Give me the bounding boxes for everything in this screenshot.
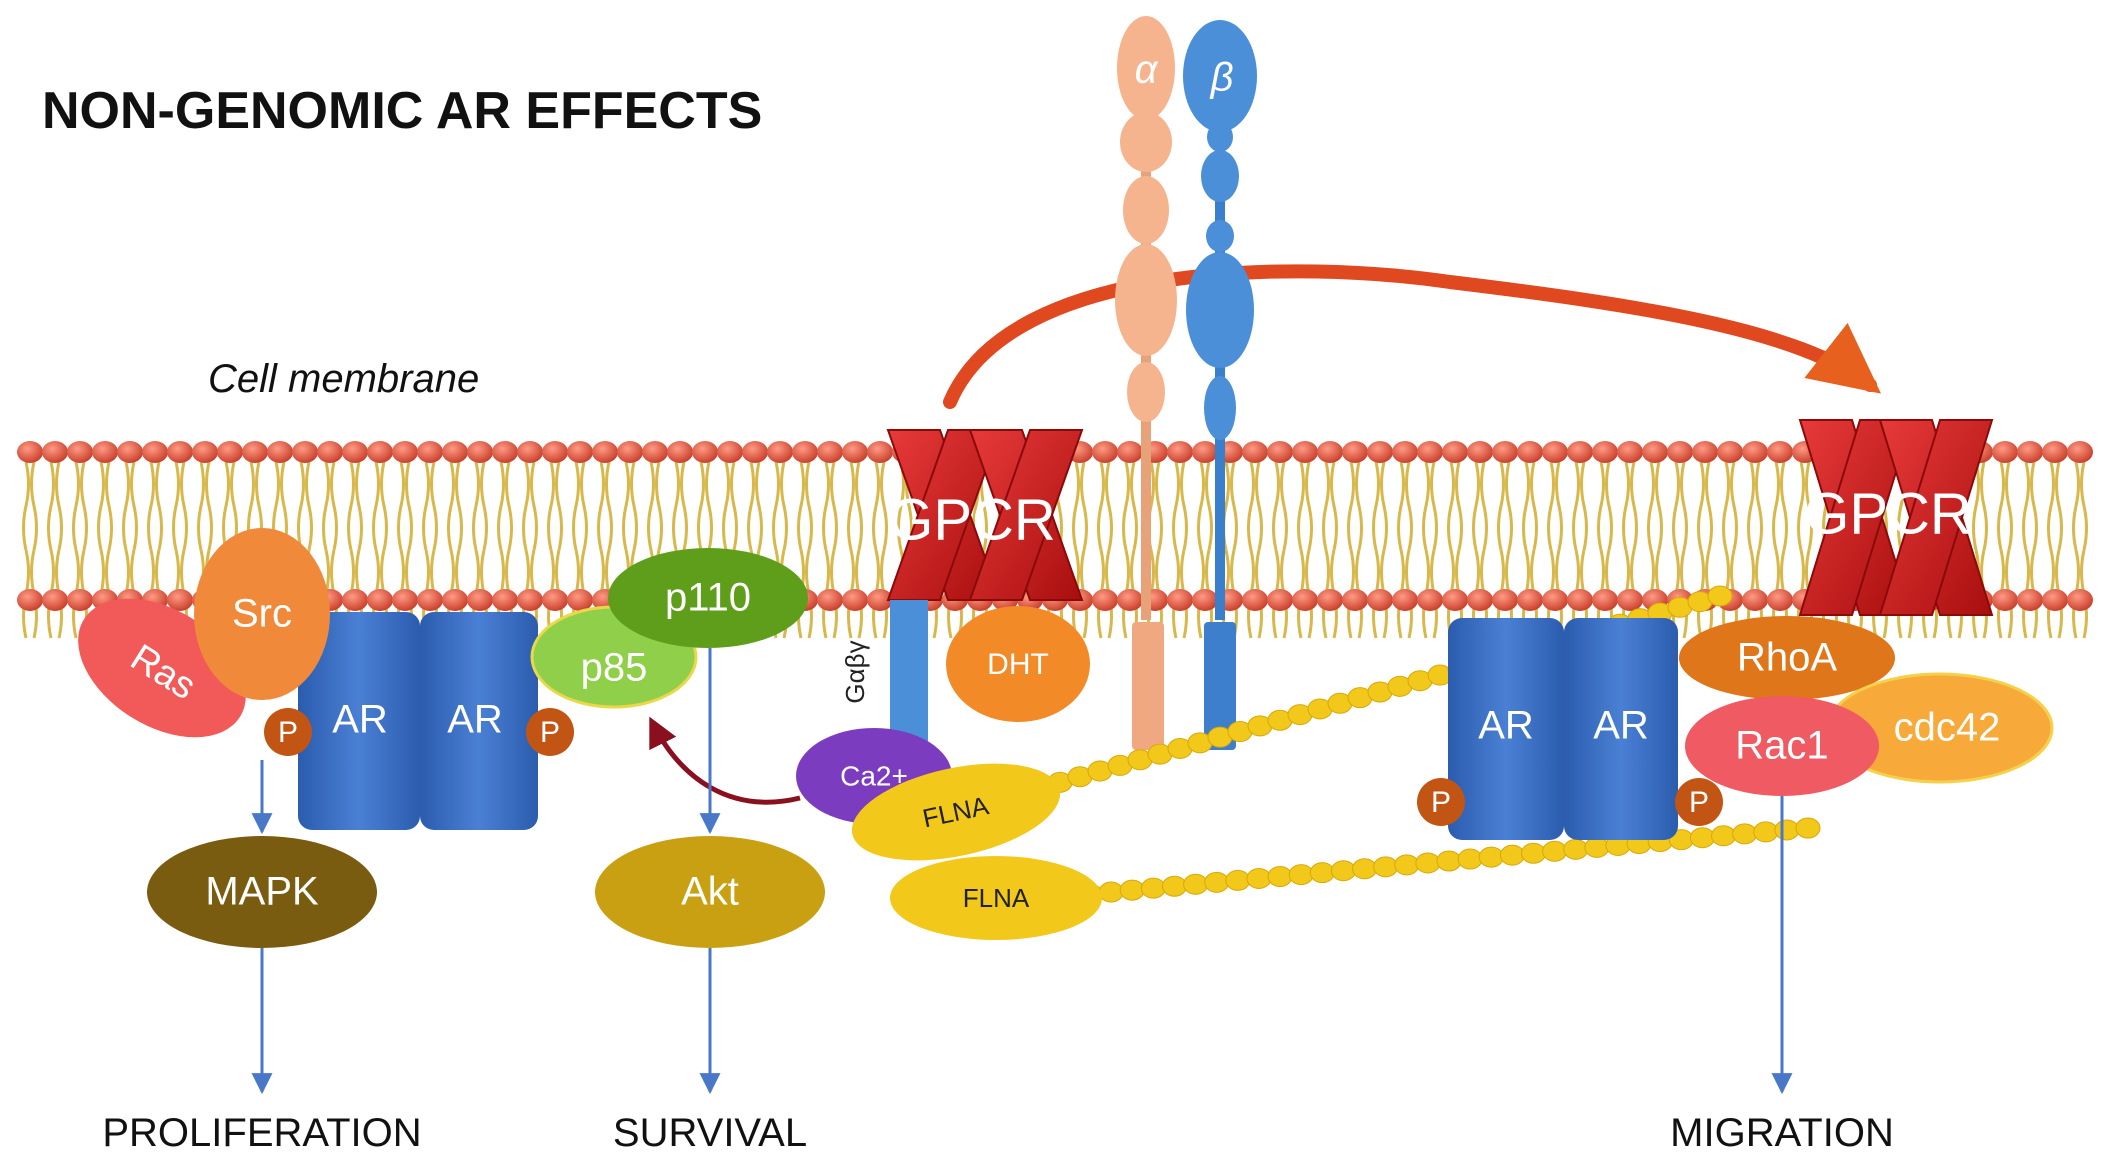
- ar-right-1-label: AR: [1478, 704, 1534, 748]
- dht: [946, 606, 1090, 722]
- phospho-3-label: P: [1431, 786, 1451, 819]
- phospho-groups: P P P P: [264, 708, 1723, 826]
- outcome-survival: SURVIVAL: [613, 1111, 807, 1155]
- integrin-beta: β: [1183, 20, 1257, 750]
- phospho-2-label: P: [540, 716, 560, 749]
- ar-left-2-label: AR: [447, 698, 503, 742]
- rac1-label: Rac1: [1735, 724, 1828, 768]
- integrin-alpha: α: [1115, 16, 1177, 750]
- diagram-title: NON-GENOMIC AR EFFECTS: [42, 82, 762, 140]
- gpcr-left-label: GPCR: [888, 487, 1056, 552]
- phospho-4-label: P: [1689, 786, 1709, 819]
- p110: [608, 548, 808, 648]
- gpcr-right: GPCR: [1798, 419, 1994, 616]
- src: [194, 528, 330, 700]
- akt: [595, 836, 825, 948]
- gpcr-left: GPCR: [886, 429, 1084, 601]
- ar-left-2: [420, 612, 538, 830]
- rhoa-label: RhoA: [1737, 636, 1837, 680]
- g-protein-label: Gαβγ: [840, 640, 870, 703]
- g-protein-stalk: [890, 600, 928, 745]
- outcome-migration: MIGRATION: [1670, 1111, 1894, 1155]
- rac1: [1685, 696, 1879, 796]
- ar-right-2-label: AR: [1593, 704, 1649, 748]
- alpha-label: α: [1135, 48, 1159, 92]
- rhoa: [1679, 616, 1895, 700]
- akt-label: Akt: [681, 870, 739, 914]
- p85-label: p85: [581, 646, 648, 690]
- ar-right-2: [1564, 618, 1678, 840]
- flna-lower: [890, 856, 1102, 940]
- mapk: [147, 836, 377, 948]
- ar-right-1: [1448, 618, 1564, 840]
- mapk-label: MAPK: [205, 870, 319, 914]
- dht-label: DHT: [987, 648, 1049, 681]
- transactivation-arrow: [943, 264, 1882, 409]
- ar-left-1-label: AR: [332, 698, 388, 742]
- src-label: Src: [232, 592, 292, 636]
- p110-label: p110: [665, 576, 751, 620]
- ar-left-1: [298, 612, 420, 830]
- flna-lower-label: FLNA: [963, 883, 1030, 913]
- gpcr-right-label: GPCR: [1804, 481, 1972, 546]
- flna-upper: [851, 763, 1061, 861]
- phospho-1-label: P: [278, 716, 298, 749]
- calcium-to-p85-arrow: [649, 716, 801, 805]
- beta-label: β: [1210, 56, 1234, 100]
- cdc42-label: cdc42: [1894, 706, 2001, 750]
- membrane-label: Cell membrane: [208, 357, 479, 401]
- outcome-proliferation: PROLIFERATION: [102, 1111, 421, 1155]
